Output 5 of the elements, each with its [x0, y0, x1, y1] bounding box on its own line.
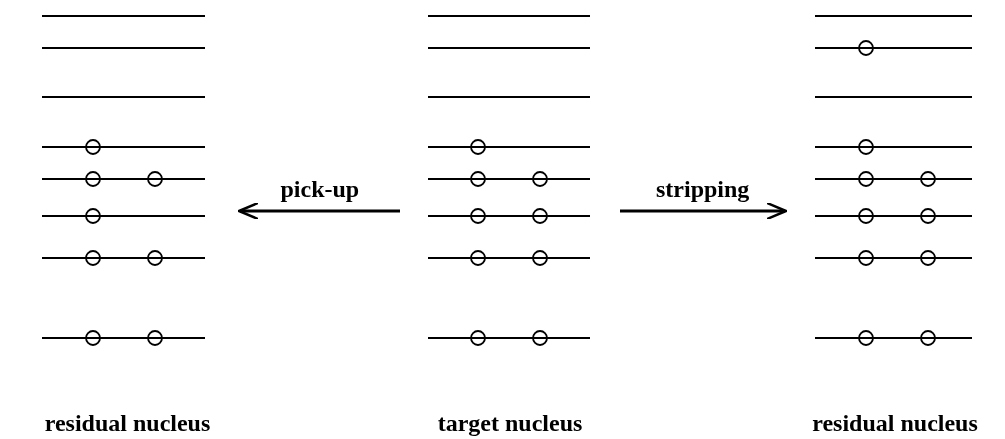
- nucleus-label: residual nucleus: [43, 410, 212, 437]
- nucleus-label: residual nucleus: [811, 410, 979, 437]
- arrow: [620, 201, 788, 221]
- arrow: [237, 201, 400, 221]
- nucleus-label: target nucleus: [436, 410, 584, 437]
